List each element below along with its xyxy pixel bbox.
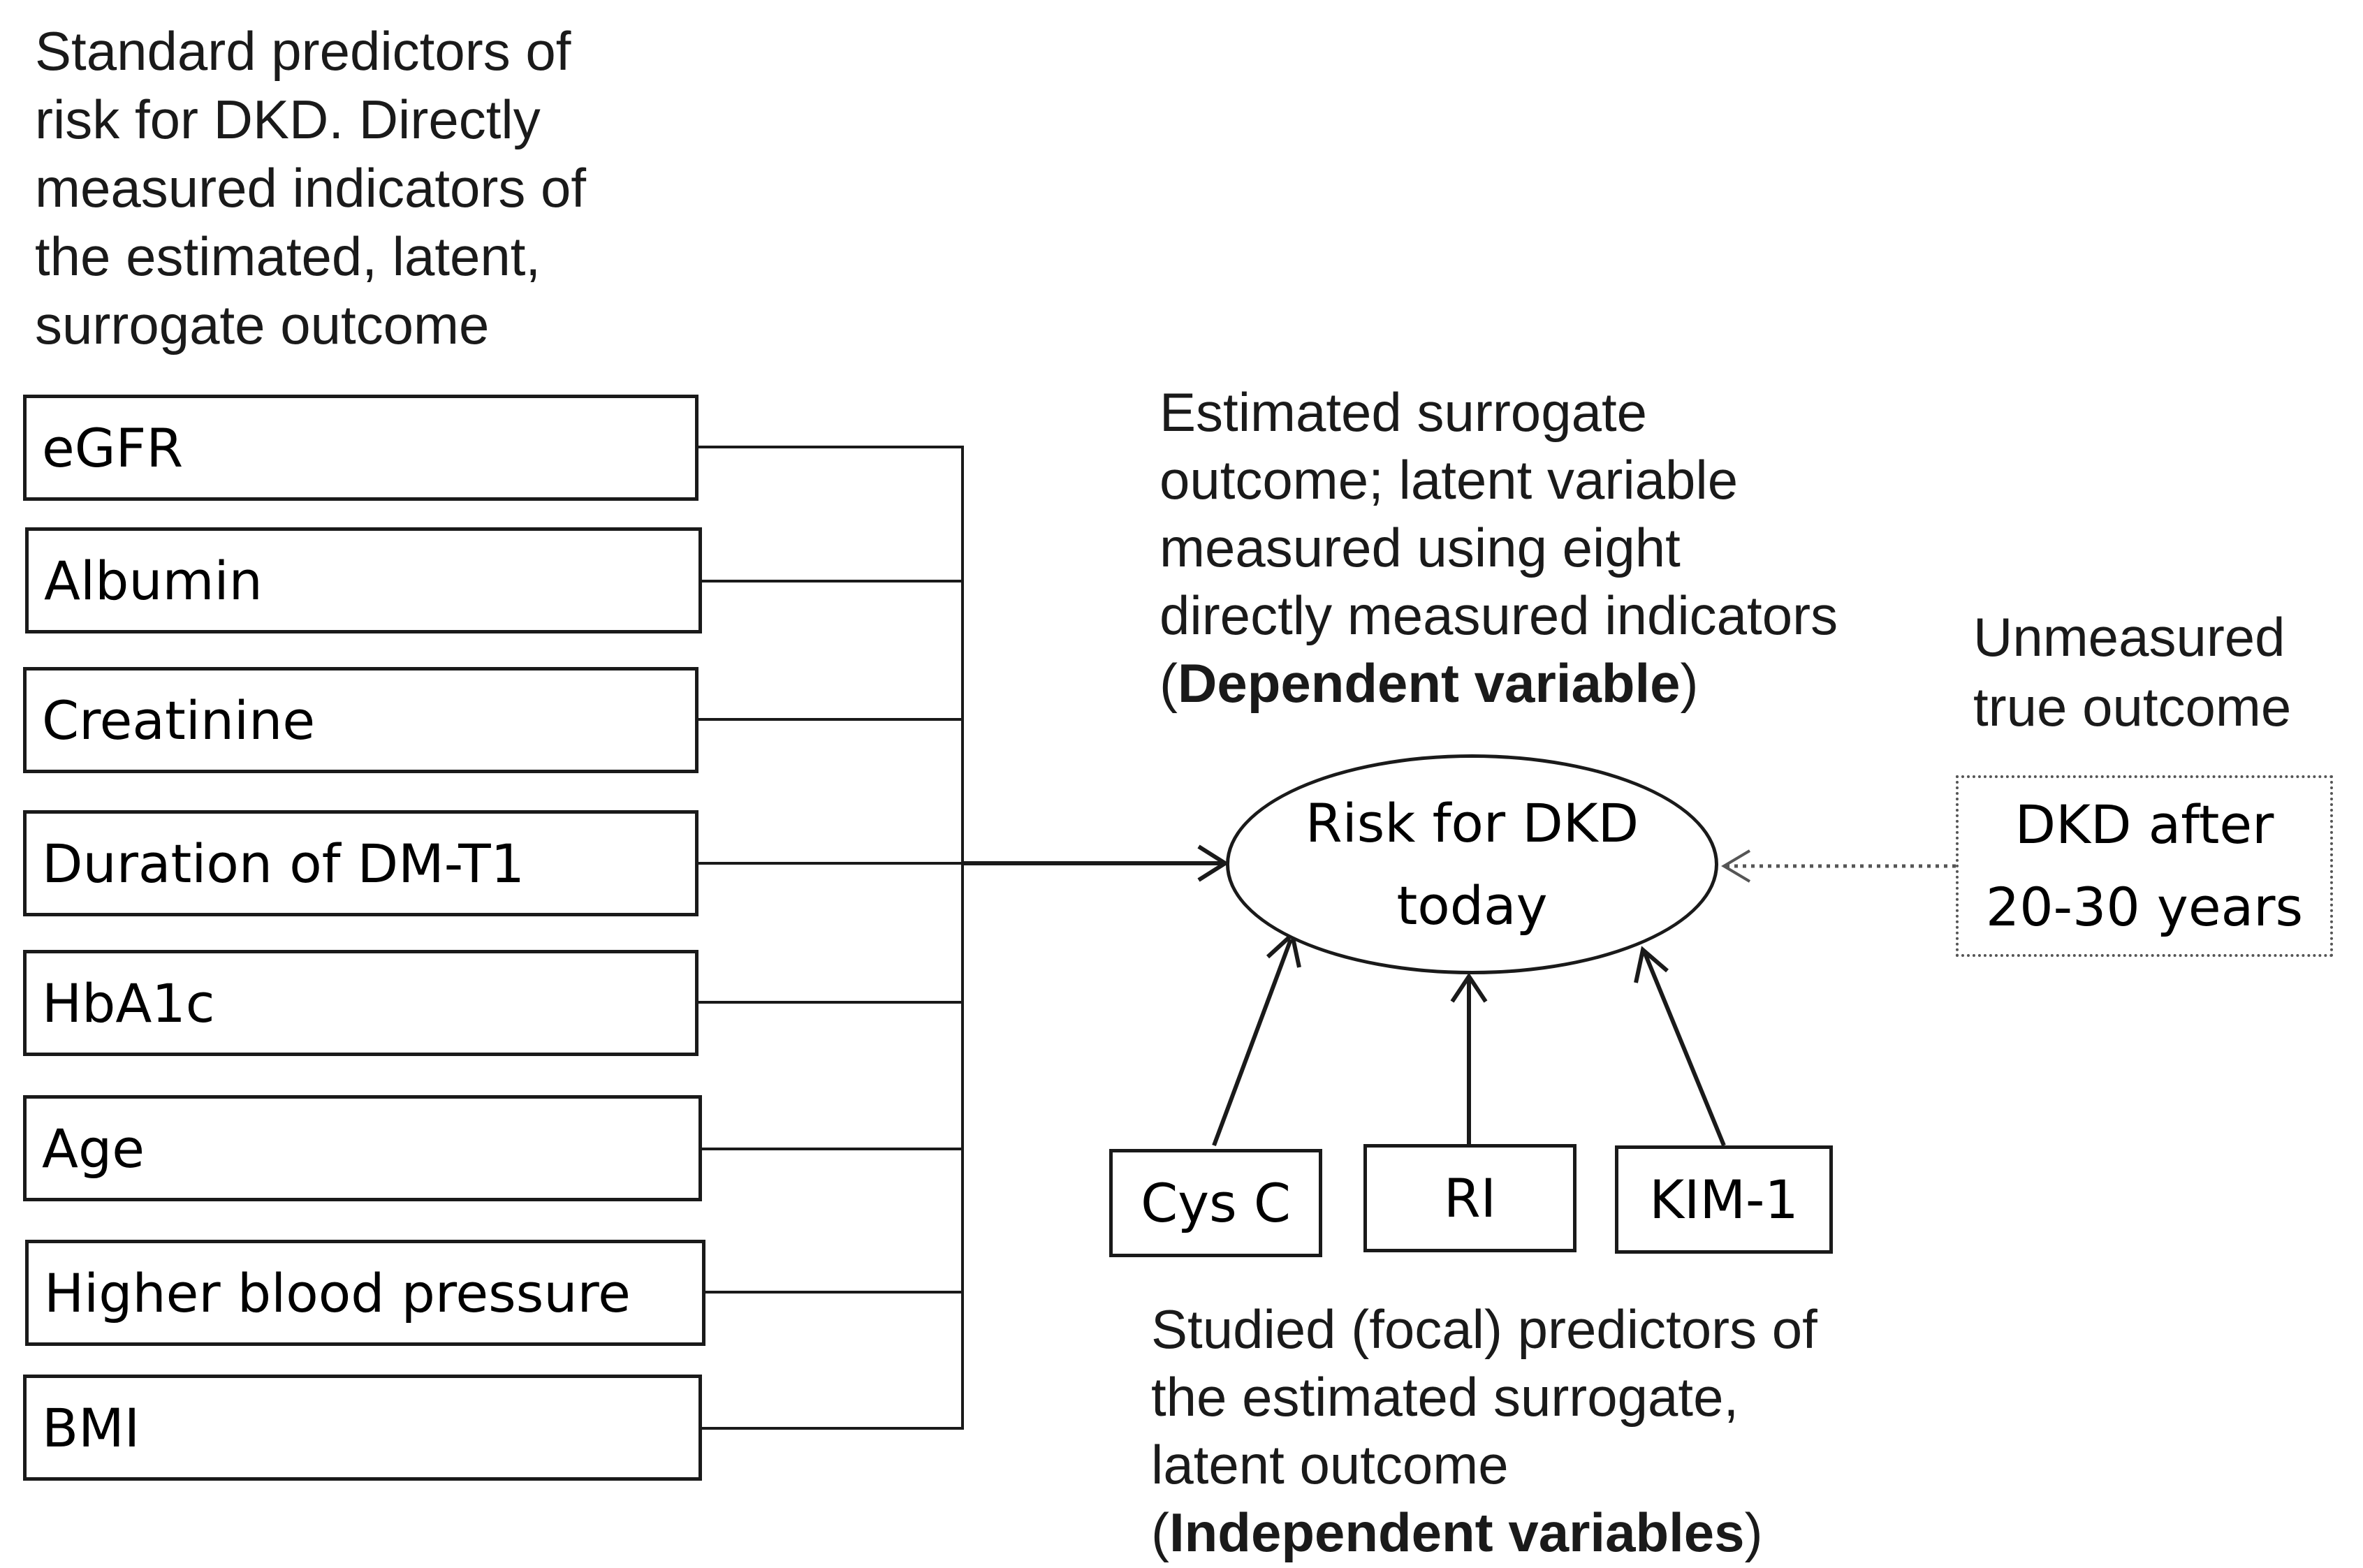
paren-close: ) [1680,652,1699,714]
caption-line: measured using eight [1159,517,1681,578]
dependent-variable-label: Dependent variable [1177,652,1681,714]
heading-line: risk for DKD. Directly [35,89,541,150]
caption-line-independent: (Independent variables) [1151,1499,1817,1567]
indicator-box-egfr: eGFR [23,395,698,501]
indicator-label: BMI [42,1396,140,1459]
paren-open: ( [1159,652,1178,714]
kim1-box: KIM-1 [1615,1145,1833,1254]
indicator-box-albumin: Albumin [25,527,702,633]
heading-line: measured indicators of [35,157,587,219]
caption-line: latent outcome [1151,1434,1509,1495]
focal-label: Cys C [1141,1172,1291,1234]
kim1-arrow [1643,952,1726,1147]
cysc-box: Cys C [1109,1149,1322,1257]
indicator-label: Duration of DM-T1 [42,832,525,895]
ri-arrowhead [1450,972,1488,1003]
focal-label: RI [1443,1167,1497,1229]
dkd-after-line: DKD after [2014,793,2274,856]
indicator-label: eGFR [42,416,184,479]
risk-for-dkd-ellipse: Risk for DKD today [1226,754,1718,974]
indicator-label: Age [42,1117,145,1180]
caption-line: Studied (focal) predictors of [1151,1298,1817,1360]
independent-variables-label: Independent variables [1169,1502,1745,1563]
caption-line: Estimated surrogate [1159,381,1648,443]
indicator-box-blood-pressure: Higher blood pressure [25,1240,705,1346]
indicator-box-bmi: BMI [23,1375,702,1481]
focal-label: KIM-1 [1649,1168,1799,1231]
paren-close: ) [1744,1502,1763,1563]
ellipse-line: Risk for DKD [1305,791,1639,854]
indicator-box-duration: Duration of DM-T1 [23,810,698,916]
caption-line: the estimated surrogate, [1151,1366,1739,1428]
indicators-arrowhead [1197,844,1229,882]
caption-line: true outcome [1973,676,2292,738]
heading-line: surrogate outcome [35,294,490,356]
heading-line: the estimated, latent, [35,226,541,287]
dkd-after-line: 20-30 years [1985,876,2304,938]
paren-open: ( [1151,1502,1169,1563]
focal-predictors-caption: Studied (focal) predictors of the estima… [1151,1296,1817,1567]
dkd-after-box: DKD after 20-30 years [1956,775,2333,957]
indicator-box-hba1c: HbA1c [23,950,698,1056]
caption-line: Unmeasured [1973,606,2285,668]
indicator-label: Higher blood pressure [44,1261,631,1324]
indicator-box-creatinine: Creatinine [23,667,698,773]
ellipse-line: today [1396,874,1548,937]
caption-line: outcome; latent variable [1159,449,1739,511]
cysc-arrow [1212,938,1293,1147]
ri-box: RI [1363,1144,1576,1252]
true-outcome-caption: Unmeasured true outcome [1973,602,2291,742]
true-outcome-arrowhead [1721,849,1751,883]
standard-predictors-heading: Standard predictors of risk for DKD. Dir… [35,17,586,359]
caption-line-dependent: (Dependent variable) [1159,650,1838,717]
indicator-label: Creatinine [42,689,316,752]
indicator-label: Albumin [44,549,263,612]
caption-line: directly measured indicators [1159,585,1838,646]
indicator-label: HbA1c [42,972,215,1034]
heading-line: Standard predictors of [35,20,571,82]
indicator-box-age: Age [23,1095,702,1201]
kim1-arrowhead [1634,946,1669,983]
surrogate-outcome-caption: Estimated surrogate outcome; latent vari… [1159,379,1838,717]
